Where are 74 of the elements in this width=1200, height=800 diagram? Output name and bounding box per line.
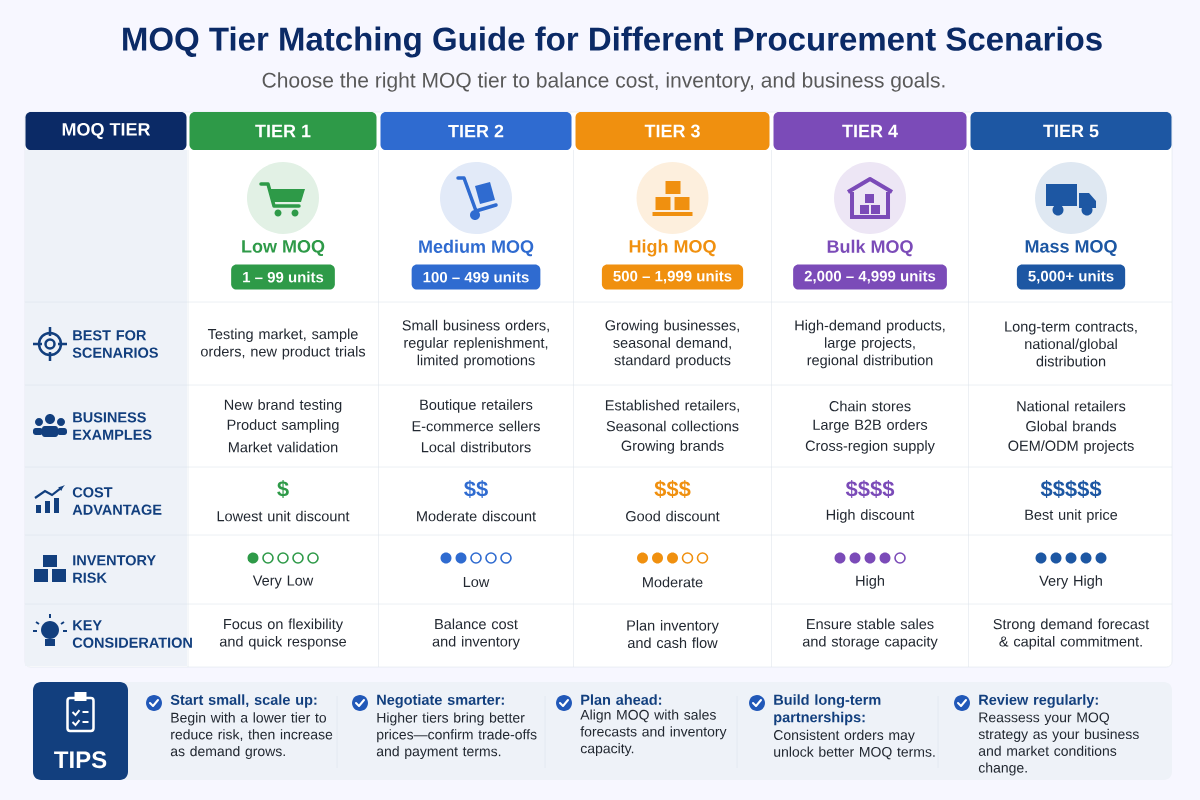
table-cell-text: Seasonal collections [606, 420, 739, 432]
table-cell-text: Focus on flexibility and quick response [219, 618, 347, 650]
table-cell-text: Long-term contracts, national/global distribution [1005, 321, 1137, 367]
dollar-signs: $$$$$ [1040, 480, 1102, 498]
row-header: BEST FOR SCENARIOS [72, 330, 158, 358]
column-header: MOQ TIER [25, 112, 187, 150]
table-cell-text: National retailers [1017, 400, 1126, 412]
table-cell-text: Market validation [228, 441, 338, 453]
row-header: BUSINESS EXAMPLES [73, 412, 152, 440]
table-cell-text: Growing brands [621, 440, 724, 454]
tip-heading: Start small, scale up: [170, 694, 317, 708]
table-cell-text: Testing market, sample orders, new product trials [200, 328, 366, 360]
unit-badge: 2,000 – 4,999 units [793, 264, 947, 290]
tier-name: Low MOQ [242, 239, 325, 257]
tier-name: Mass MOQ [1025, 239, 1117, 257]
table-cell-text: Plan inventory and cash flow [627, 620, 719, 649]
tier-name: Bulk MOQ [827, 239, 913, 257]
table-cell-text: Moderate discount [417, 510, 536, 522]
table-cell-text: Strong demand forecast & capital commitment. [993, 618, 1150, 650]
row-header: COST ADVANTAGE [72, 487, 162, 515]
column-header: TIER 2 [380, 112, 572, 150]
tip-heading: Build long-term partnerships: [774, 694, 881, 726]
table-cell-text: High-demand products, large projects, regional distribution [795, 319, 945, 369]
table-cell-text: Growing businesses, seasonal demand, standard products [605, 319, 739, 369]
table-cell-text: High [856, 575, 884, 589]
table-cell-text: High discount [826, 509, 915, 523]
tip-text: Consistent orders may unlock better MOQ terms. [774, 729, 935, 760]
tip-text: Begin with a lower tier to reduce risk, then increase as demand grows. [170, 712, 333, 759]
column-header: TIER 5 [970, 112, 1172, 150]
table-cell-text: Low [463, 576, 490, 588]
table-cell-text: Established retailers, [605, 399, 739, 413]
table-cell-text: Global brands [1026, 420, 1117, 432]
table-cell-text: Ensure stable sales and storage capacity [802, 618, 938, 650]
tip-heading: Review regularly: [979, 694, 1098, 708]
column-header: TIER 3 [575, 112, 770, 150]
tip-heading: Plan ahead: [581, 694, 662, 705]
table-cell-text: Moderate [643, 576, 703, 588]
tier-name: High MOQ [629, 239, 716, 257]
table-cell-text: Boutique retailers [420, 399, 533, 413]
dollar-signs: $$$$ [845, 480, 895, 498]
unit-badge: 1 – 99 units [231, 264, 335, 290]
unit-badge: 500 – 1,999 units [601, 264, 744, 290]
row-header: INVENTORY RISK [73, 555, 156, 583]
tip-text: Reassess your MOQ strategy as your business and market conditions change. [978, 712, 1139, 776]
table-cell-text: Very Low [252, 575, 314, 589]
table-cell-text: Cross-region supply [805, 440, 935, 454]
table-cell-text: Very High [1039, 575, 1102, 589]
table-cell-text: Lowest unit discount [217, 510, 350, 522]
table-cell-text: New brand testing [224, 399, 342, 413]
table-cell-text: E-commerce sellers [412, 420, 540, 432]
table-cell-text: OEM/ODM projects [1008, 440, 1134, 454]
dollar-signs: $$ [464, 480, 488, 498]
tips-panel: TIPS [33, 682, 128, 780]
dollar-signs: $$$ [654, 480, 691, 498]
unit-badge: 5,000+ units [1016, 264, 1126, 290]
subtitle: Choose the right MOQ tier to balance cost, inventory, and business goals. [262, 72, 945, 92]
dollar-signs: $ [277, 480, 289, 498]
tip-heading: Negotiate smarter: [377, 694, 504, 708]
table-cell-text: Balance cost and inventory [432, 618, 520, 650]
tier-name: Medium MOQ [419, 239, 534, 257]
title: MOQ Tier Matching Guide for Different Procurement Scenarios [123, 26, 1102, 58]
row-header: KEY CONSIDERATION [72, 620, 192, 648]
table-cell-text: Small business orders, regular replenishment, limited promotions [402, 319, 549, 369]
table-cell-text: Good discount [626, 510, 720, 522]
table-cell-text: Local distributors [421, 441, 531, 453]
tip-text: Align MOQ with sales forecasts and inventory capacity. [580, 709, 727, 757]
unit-badge: 100 – 499 units [411, 264, 541, 290]
tip-text: Higher tiers bring better prices—confirm trade-offs and payment terms. [376, 712, 537, 760]
table-cell-text: Product sampling [227, 419, 339, 433]
table-cell-text: Large B2B orders [813, 419, 928, 433]
table-cell-text: Best unit price [1025, 509, 1118, 523]
column-header: TIER 1 [189, 112, 377, 150]
table-cell-text: Chain stores [829, 400, 911, 412]
column-header: TIER 4 [773, 112, 967, 150]
